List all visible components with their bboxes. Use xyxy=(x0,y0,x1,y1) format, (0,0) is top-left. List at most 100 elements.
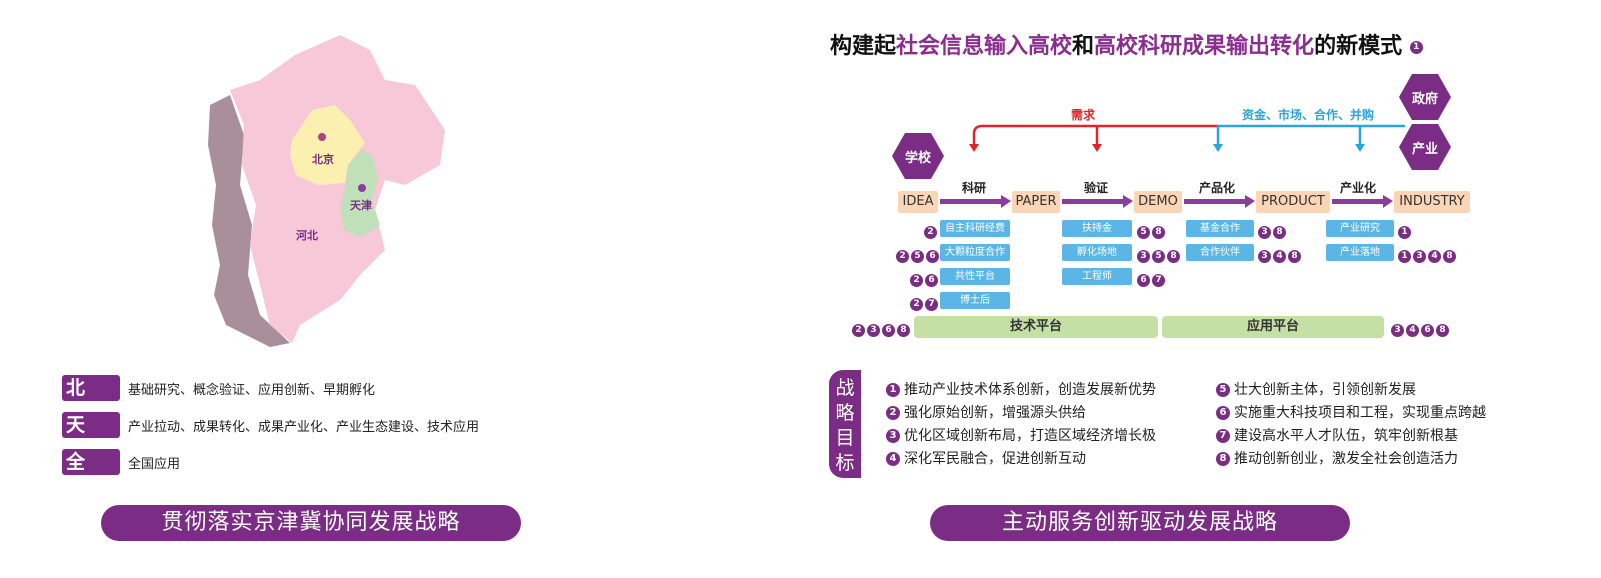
goal-text: 深化军民融合，促进创新互动 xyxy=(904,451,1086,467)
tab-char: 略 xyxy=(835,402,855,424)
region-row-tianjin: 天津 产业拉动、成果转化、成果产业化、产业生态建设、技术应用 xyxy=(62,412,479,462)
flow-arrows xyxy=(969,124,1405,152)
hebei-region xyxy=(230,35,445,343)
tianjin-region xyxy=(340,150,380,237)
map-extrusion xyxy=(208,95,290,347)
title-highlight: 社会信息输入高校 xyxy=(896,34,1073,59)
stage-paper: PAPER xyxy=(1012,191,1060,213)
map-label-beijing: 北京 xyxy=(312,153,334,166)
goal-text: 实施重大科技项目和工程，实现重点跨越 xyxy=(1234,405,1486,421)
ref-numbers: 1 xyxy=(1398,222,1413,239)
goal-number: 6 xyxy=(1216,406,1230,420)
government-hex: 政府 xyxy=(1399,74,1451,120)
step-verify: 验证 xyxy=(1084,181,1109,195)
ref-number: 4 xyxy=(1406,324,1419,337)
region-row-beijing: 北京 基础研究、概念验证、应用创新、早期孵化 xyxy=(62,375,376,425)
beijing-region xyxy=(290,105,365,185)
tech-platform-bar: 技术平台 xyxy=(914,316,1158,338)
title-part: 的新模式 xyxy=(1314,34,1403,59)
goal-number: 7 xyxy=(1216,429,1230,443)
region-tag: 北京 xyxy=(62,375,120,425)
map-label-tianjin: 天津 xyxy=(350,199,372,212)
ref-number: 8 xyxy=(1167,250,1180,263)
ref-number: 7 xyxy=(1152,274,1165,287)
goal-text: 优化区域创新布局，打造区域经济增长极 xyxy=(904,428,1156,444)
goal-number: 8 xyxy=(1216,452,1230,466)
support-item: 产业研究 xyxy=(1326,220,1394,237)
goal-text: 强化原始创新，增强源头供给 xyxy=(904,405,1086,421)
stage-arrow xyxy=(1184,195,1255,208)
tab-char: 战 xyxy=(835,377,855,399)
support-item: 合作伙伴 xyxy=(1186,244,1254,261)
ref-number: 7 xyxy=(925,298,938,311)
title-part: 构建起 xyxy=(830,34,897,59)
ref-number: 3 xyxy=(1137,250,1150,263)
support-item: 自主科研经费 xyxy=(940,220,1010,237)
resources-label: 资金、市场、合作、并购 xyxy=(1242,108,1375,122)
map-label-hebei: 河北 xyxy=(296,229,318,242)
support-item: 工程师 xyxy=(1062,268,1132,285)
ref-number: 3 xyxy=(1413,250,1426,263)
ref-number: 8 xyxy=(1443,250,1456,263)
stage-product: PRODUCT xyxy=(1256,191,1330,213)
goal-item: 3 优化区域创新布局，打造区域经济增长极 xyxy=(886,425,1156,445)
stage-arrow xyxy=(1062,195,1133,208)
support-item: 共性平台 xyxy=(940,268,1010,285)
ref-number: 2 xyxy=(852,324,865,337)
region-desc: 基础研究、概念验证、应用创新、早期孵化 xyxy=(128,382,376,398)
ref-numbers: 2 xyxy=(924,222,939,239)
goal-text: 建设高水平人才队伍，筑牢创新根基 xyxy=(1234,428,1458,444)
step-research: 科研 xyxy=(962,181,987,195)
ref-number: 8 xyxy=(897,324,910,337)
support-item: 产业落地 xyxy=(1326,244,1394,261)
stage-arrow xyxy=(1332,195,1393,208)
region-tag: 全国 xyxy=(62,449,120,499)
tianjin-landmark-icon xyxy=(358,184,366,192)
ref-number: 6 xyxy=(1137,274,1150,287)
goal-number: 2 xyxy=(886,406,900,420)
support-item: 大颗粒度合作 xyxy=(940,244,1010,261)
page-title: 构建起社会信息输入高校和高校科研成果输出转化的新模式 1 xyxy=(830,28,1425,60)
goal-text: 壮大创新主体，引领创新发展 xyxy=(1234,382,1416,398)
demand-label: 需求 xyxy=(1071,108,1096,122)
ref-number: 3 xyxy=(1258,250,1271,263)
title-highlight: 高校科研成果输出转化 xyxy=(1094,34,1315,59)
ref-number: 2 xyxy=(896,250,909,263)
resource-arrow xyxy=(1216,124,1405,146)
support-item: 扶持金 xyxy=(1062,220,1132,237)
goal-item: 7 建设高水平人才队伍，筑牢创新根基 xyxy=(1216,425,1458,445)
ref-number: 8 xyxy=(1288,250,1301,263)
ref-number: 6 xyxy=(925,274,938,287)
school-hex: 学校 xyxy=(892,133,944,179)
ref-number: 2 xyxy=(910,298,923,311)
ref-number: 5 xyxy=(1152,250,1165,263)
goal-number: 3 xyxy=(886,429,900,443)
ref-number: 3 xyxy=(1258,226,1271,239)
tab-char: 标 xyxy=(835,452,855,474)
support-item: 孵化场地 xyxy=(1062,244,1132,261)
region-row-national: 全国 全国应用 xyxy=(62,449,180,499)
stage-industry: INDUSTRY xyxy=(1394,191,1470,213)
ref-number: 8 xyxy=(1436,324,1449,337)
goal-item: 4 深化军民融合，促进创新互动 xyxy=(886,448,1086,468)
tab-char: 目 xyxy=(835,427,855,449)
goal-number: 4 xyxy=(886,452,900,466)
title-badge: 1 xyxy=(1409,40,1423,54)
ref-number: 6 xyxy=(1421,324,1434,337)
resource-arrowhead-2 xyxy=(1355,144,1365,152)
app-platform-bar: 应用平台 xyxy=(1162,316,1384,338)
step-industrialize: 产业化 xyxy=(1340,181,1377,195)
resource-arrowhead-1 xyxy=(1213,144,1223,152)
demand-arrow xyxy=(972,124,1218,146)
beijing-landmark-icon xyxy=(318,133,326,141)
